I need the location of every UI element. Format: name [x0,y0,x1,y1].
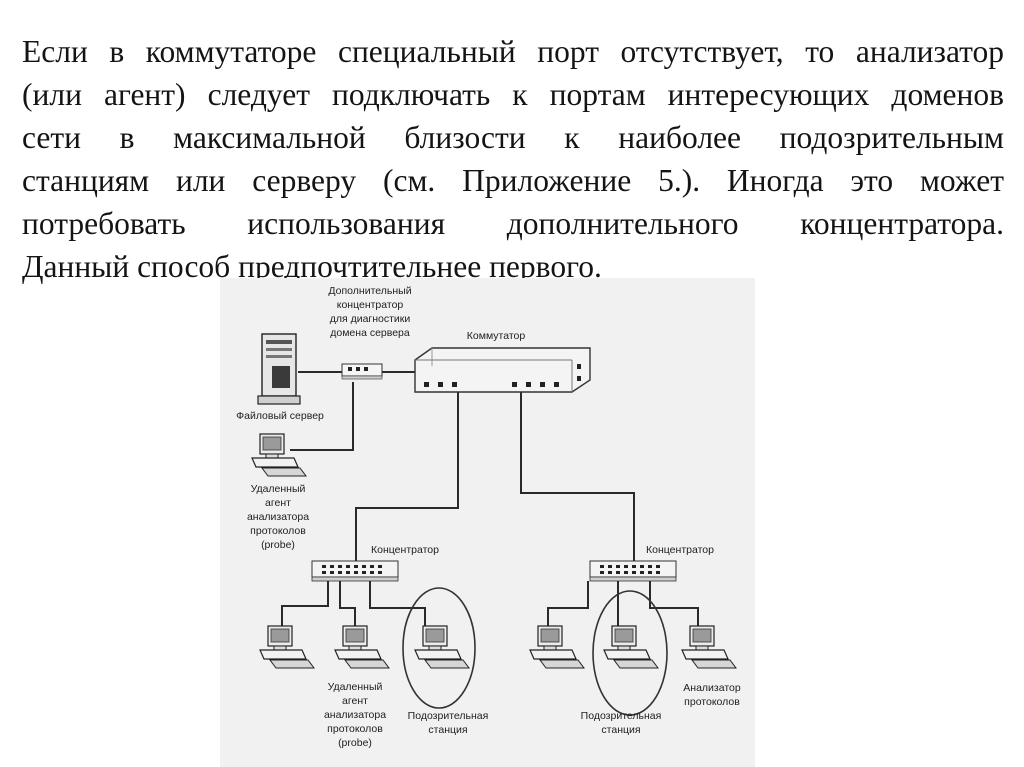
paragraph-line-4: станциям или серверу (см. Приложение 5.)… [22,163,1004,198]
label-switch: Коммутатор [467,330,526,342]
label-remote-agent-bottom-2: агент [342,695,368,707]
label-remote-agent-bottom-4: протоколов [327,723,383,735]
switch-icon [414,347,591,393]
label-suspect-left-1: Подозрительная [408,710,489,722]
paragraph-line-1: Если в коммутаторе специальный порт отсу… [22,34,1004,69]
label-remote-agent-top-4: протоколов [250,525,306,537]
label-remote-agent-top-3: анализатора [247,511,309,523]
label-remote-agent-bottom-5: (probe) [338,737,372,749]
suspect-right-highlight [592,590,668,716]
label-hub-left: Концентратор [371,544,439,556]
extra-hub-icon [341,363,383,380]
suspect-left-highlight [402,587,476,709]
label-hub-right: Концентратор [646,544,714,556]
label-remote-agent-top-2: агент [265,497,291,509]
label-extra-hub-3: для диагностики [330,313,411,325]
paragraph-line-5: потребовать использования дополнительног… [22,206,1004,241]
label-remote-agent-bottom-3: анализатора [324,709,386,721]
hub-left-icon [311,560,399,582]
label-suspect-left-2: станция [428,724,467,736]
label-extra-hub-2: концентратор [337,299,404,311]
paragraph-line-2: (или агент) следует подключать к портам … [22,77,1004,112]
label-analyzer-2: протоколов [684,696,740,708]
label-remote-agent-top-5: (probe) [261,539,295,551]
network-links [281,371,699,628]
label-remote-agent-bottom-1: Удаленный [328,681,383,693]
hub-right-icon [589,560,677,582]
network-diagram: Дополнительный концентратор для диагност… [220,278,755,767]
label-remote-agent-top-1: Удаленный [251,483,306,495]
label-suspect-right-1: Подозрительная [581,710,662,722]
label-extra-hub-4: домена сервера [330,327,410,339]
label-extra-hub-1: Дополнительный [328,285,411,297]
label-analyzer-1: Анализатор [683,682,741,694]
body-paragraph: Если в коммутаторе специальный порт отсу… [22,30,1004,288]
file-server-icon [257,333,301,405]
paragraph-line-3: сети в максимальной близости к наиболее … [22,120,1004,155]
label-file-server: Файловый сервер [236,410,324,422]
label-suspect-right-2: станция [601,724,640,736]
